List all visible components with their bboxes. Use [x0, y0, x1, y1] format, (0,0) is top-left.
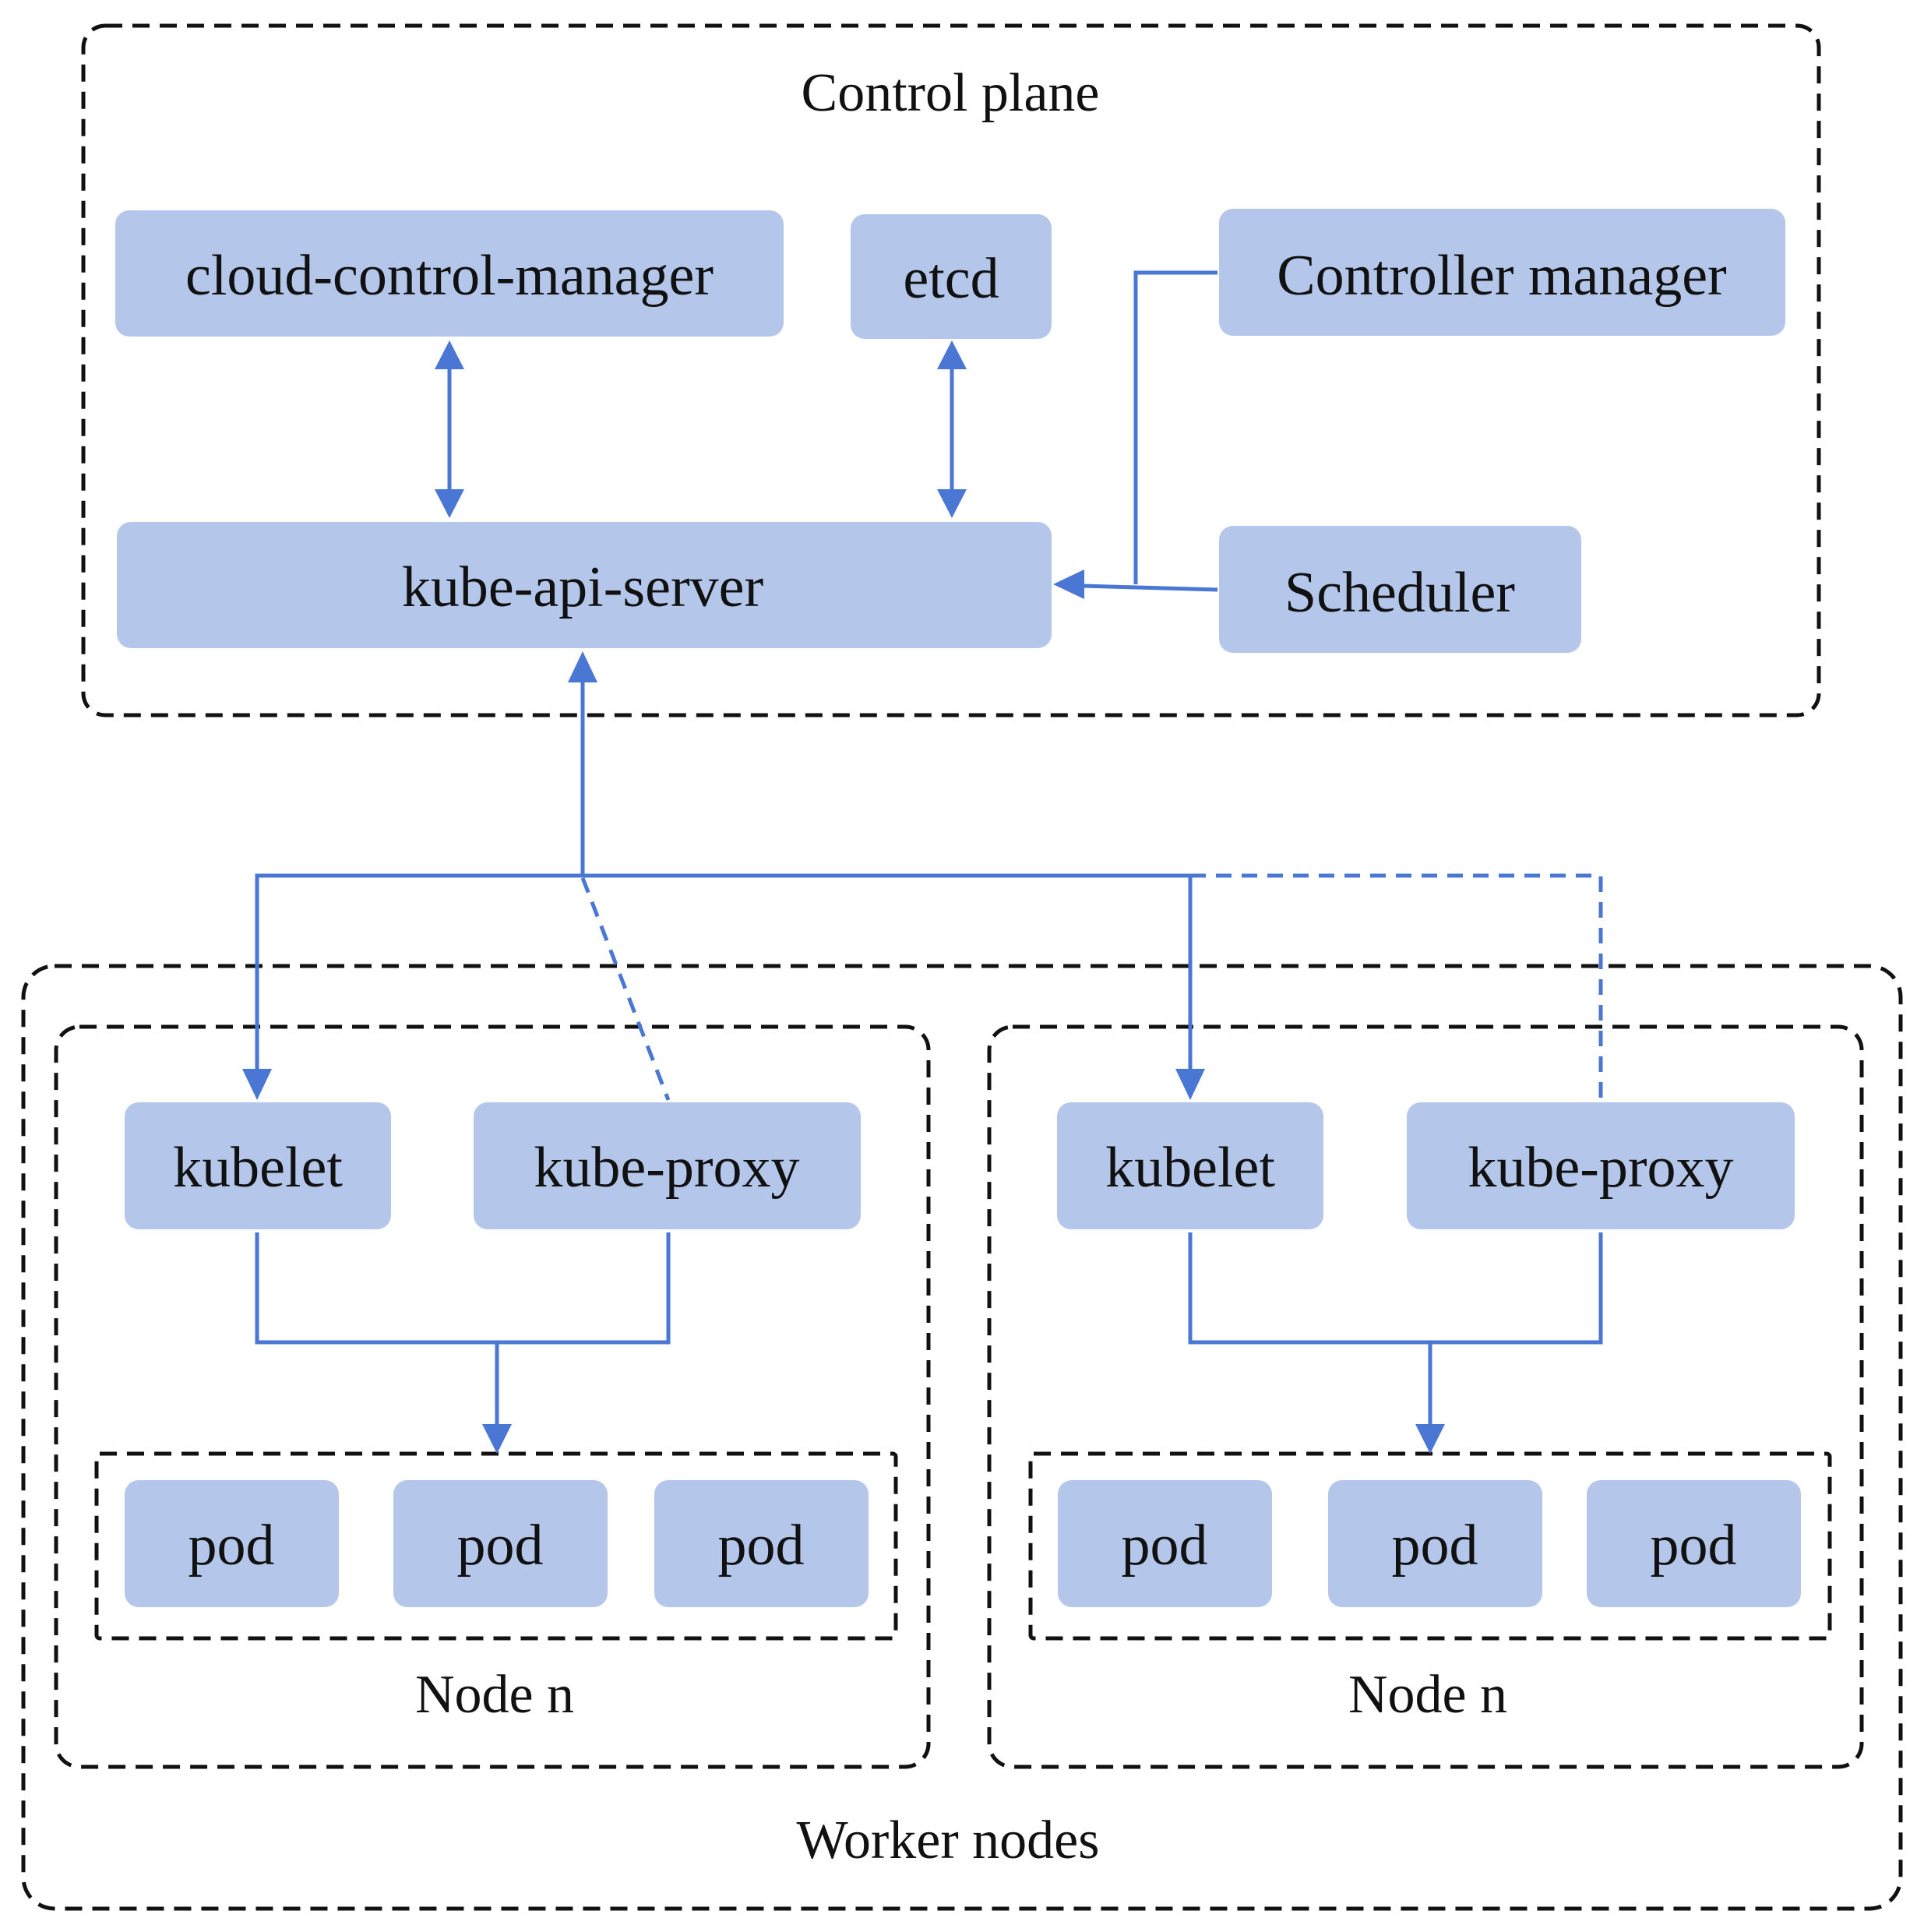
- cloud-control-manager-label: cloud-control-manager: [185, 244, 714, 308]
- link-right-node-bracket: [1188, 1232, 1603, 1345]
- pod-label: pod: [457, 1514, 544, 1578]
- arrowhead-up-icon: [568, 651, 597, 682]
- kubelet-box: [125, 1102, 391, 1229]
- kube-proxy-label: kube-proxy: [1468, 1136, 1733, 1200]
- pod-box: [1328, 1480, 1542, 1607]
- arrowhead-down-icon: [1175, 1069, 1205, 1100]
- scheduler-box: [1219, 526, 1581, 653]
- node-left-label: Node n: [415, 1665, 574, 1725]
- kube-api-server-box: [117, 522, 1052, 648]
- arrowhead-left-icon: [1053, 569, 1084, 599]
- kubelet-label: kubelet: [1105, 1136, 1275, 1200]
- pod-box: [654, 1480, 869, 1607]
- controller-manager-box: [1219, 209, 1785, 336]
- worker-nodes-label: Worker nodes: [797, 1810, 1100, 1870]
- node-right-label: Node n: [1348, 1665, 1507, 1725]
- arrowhead-down-icon: [937, 489, 967, 518]
- pod-box: [1587, 1480, 1801, 1607]
- kubelet-box: [1057, 1102, 1323, 1229]
- arrowhead-down-icon: [1415, 1424, 1445, 1454]
- link-kube-proxy-left: [580, 877, 671, 1101]
- link-kube-proxy-right: [1190, 873, 1603, 1100]
- link-bus-left: [255, 873, 1193, 1075]
- etcd-box: [851, 214, 1052, 339]
- kube-proxy-box: [1407, 1102, 1795, 1229]
- control-plane-group: [81, 23, 1821, 717]
- pod-label: pod: [1392, 1514, 1478, 1578]
- node-left-group: [54, 1024, 931, 1769]
- pod-box: [1058, 1480, 1272, 1607]
- pod-label: pod: [189, 1514, 275, 1578]
- kubelet-label: kubelet: [173, 1136, 343, 1200]
- arrowhead-up-icon: [937, 340, 967, 369]
- link-controller-manager: [1133, 270, 1217, 584]
- pod-box: [393, 1480, 608, 1607]
- kube-proxy-label: kube-proxy: [534, 1136, 799, 1200]
- arrowhead-down-icon: [482, 1424, 512, 1454]
- pod-label: pod: [1651, 1514, 1737, 1578]
- link-scheduler-apiserver: [1082, 583, 1218, 592]
- pod-box: [125, 1480, 339, 1607]
- control-plane-label: Control plane: [802, 63, 1100, 123]
- link-left-node-bracket: [255, 1232, 671, 1345]
- scheduler-label: Scheduler: [1284, 561, 1515, 625]
- pod-label: pod: [718, 1514, 805, 1578]
- worker-nodes-group: [21, 964, 1903, 1911]
- etcd-label: etcd: [903, 247, 999, 311]
- controller-manager-label: Controller manager: [1277, 244, 1726, 308]
- cloud-control-manager-box: [115, 210, 784, 337]
- arrowhead-down-icon: [242, 1069, 272, 1100]
- arrowhead-down-icon: [435, 489, 464, 518]
- node-right-group: [987, 1024, 1864, 1769]
- kube-api-server-label: kube-api-server: [402, 555, 763, 619]
- pods-left-group: [94, 1451, 898, 1641]
- arrowhead-up-icon: [435, 340, 464, 369]
- pod-label: pod: [1122, 1514, 1208, 1578]
- kube-proxy-box: [474, 1102, 861, 1229]
